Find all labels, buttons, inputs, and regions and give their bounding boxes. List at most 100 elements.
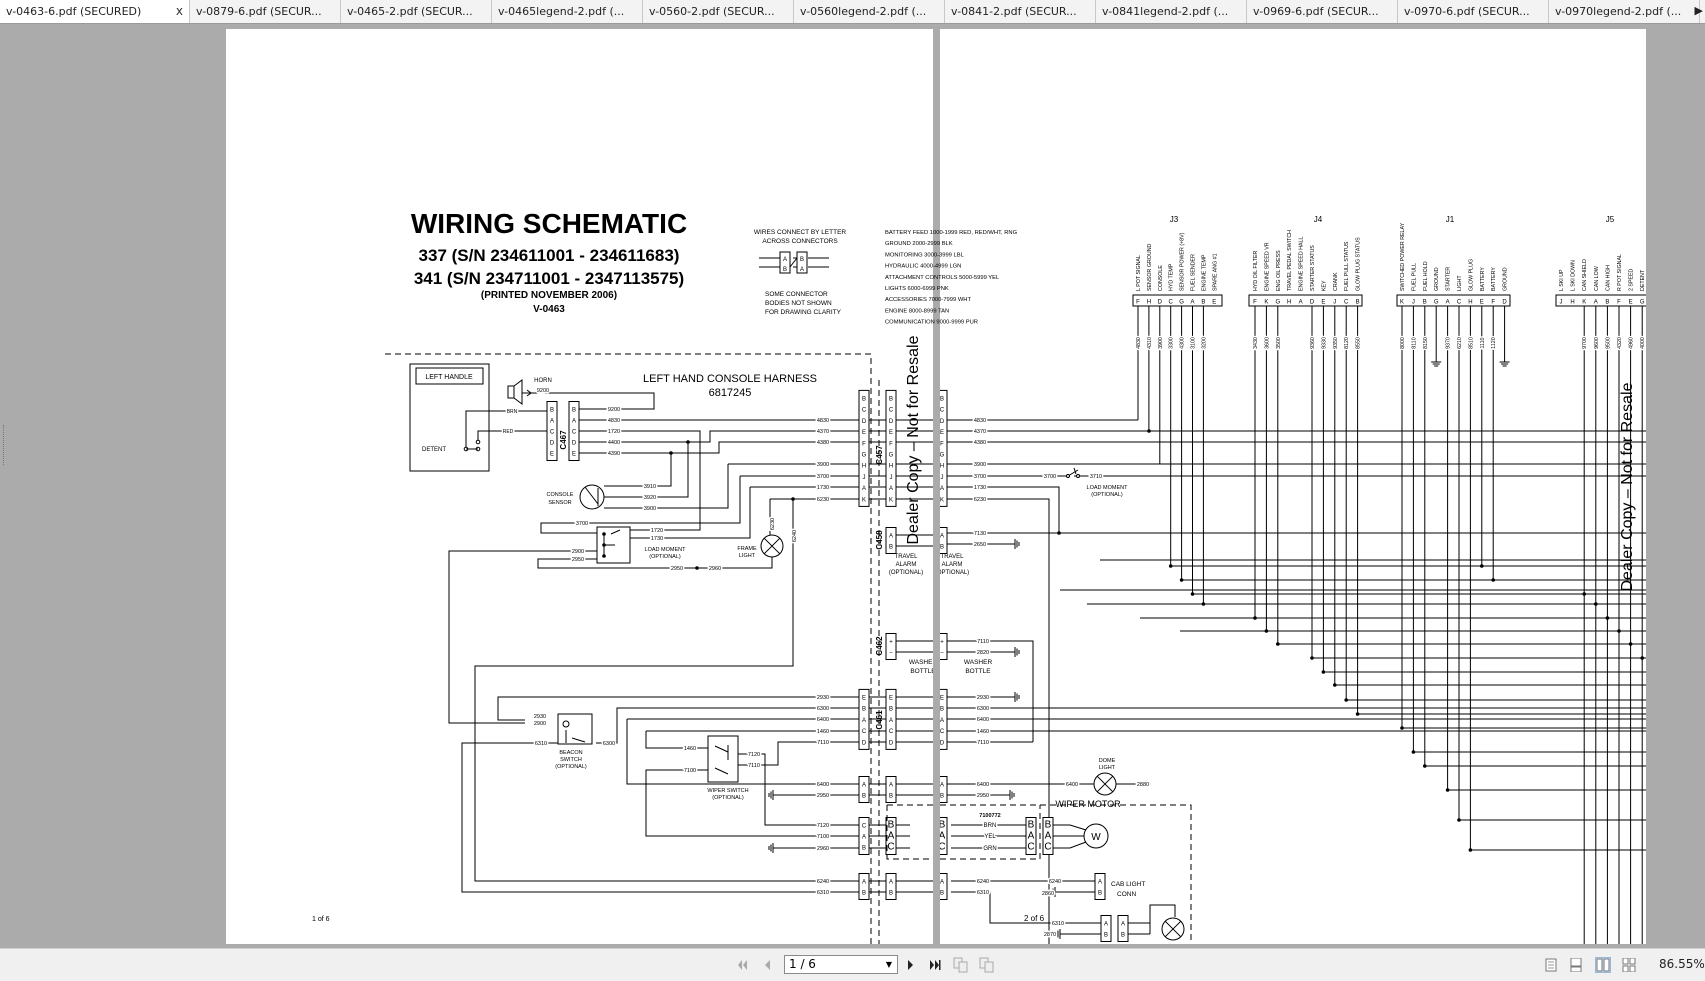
previous-view-icon[interactable] xyxy=(953,957,969,973)
wiper-switch-label: WIPER SWITCH xyxy=(707,788,748,794)
tab-v-0969-6[interactable]: v-0969-6.pdf (SECUR... xyxy=(1247,0,1398,23)
wire-number: 4400 xyxy=(608,440,620,446)
page-number-label: 2 of 6 xyxy=(1024,914,1045,923)
chevron-down-icon[interactable]: ▼ xyxy=(885,960,892,969)
tab-scroll-right-icon[interactable]: ▶ xyxy=(1694,5,1703,17)
wire-number: 2950 xyxy=(817,793,829,799)
connector-pin-letter: B xyxy=(1045,820,1052,831)
tab-v-0465legend-2[interactable]: v-0465legend-2.pdf (... xyxy=(492,0,643,23)
connector-pin-letter: D xyxy=(862,740,867,746)
tab-v-0463-6[interactable]: v-0463-6.pdf (SECURED)x xyxy=(0,0,190,23)
connector-pin-letter: E xyxy=(862,430,866,436)
zoom-level[interactable]: 86.55% xyxy=(1659,957,1705,971)
tab-v-0465-2[interactable]: v-0465-2.pdf (SECUR... xyxy=(341,0,492,23)
wire-number: 4370 xyxy=(974,429,986,435)
wire-color-code-legend: BATTERY FEED 1000-1999 RED, RED/WHT, RNG… xyxy=(885,230,1018,326)
pin-signal-name: L SKI UP xyxy=(1559,269,1565,291)
wire-number: 4390 xyxy=(608,451,620,457)
harness-part-number: 6817245 xyxy=(709,387,752,399)
wire xyxy=(946,780,1151,796)
tab-v-0970-6[interactable]: v-0970-6.pdf (SECUR... xyxy=(1398,0,1549,23)
page-number-input[interactable]: 1 / 6▼ xyxy=(784,955,898,974)
pin-letter: D xyxy=(1502,300,1507,306)
connector-pin-letter: G xyxy=(889,453,894,459)
pin-signal-name: L SKI DOWN xyxy=(1571,260,1577,291)
pin-wire-number: 3500 xyxy=(1276,337,1282,349)
wire-color-label: RED xyxy=(503,429,514,435)
pin-wire-number: 4000 xyxy=(1640,337,1646,349)
connector-pin-letter: C xyxy=(862,729,867,735)
first-page-icon[interactable] xyxy=(735,957,751,973)
connector-pin-letter: C xyxy=(550,430,555,436)
previous-page-icon[interactable] xyxy=(760,957,776,973)
tab-v-0879-6[interactable]: v-0879-6.pdf (SECUR... xyxy=(190,0,341,23)
wire xyxy=(540,475,859,539)
document-tab-bar: v-0463-6.pdf (SECURED)x v-0879-6.pdf (SE… xyxy=(0,0,1705,24)
connector-pin-letter: B xyxy=(940,891,944,897)
tab-v-0560-2[interactable]: v-0560-2.pdf (SECUR... xyxy=(643,0,794,23)
junction-dot xyxy=(1310,656,1314,660)
pin-letter: J xyxy=(1412,300,1415,306)
wire-number: 6240 xyxy=(977,879,989,885)
connector-pin-letter: E xyxy=(889,430,893,436)
wire xyxy=(714,745,729,775)
wire-color-code: ENGINE 8000-8999 TAN xyxy=(885,308,949,314)
close-tab-icon[interactable]: x xyxy=(175,4,183,18)
pin-wire-number: 9600 xyxy=(1594,337,1600,349)
last-page-icon[interactable] xyxy=(927,957,943,973)
pin-wire-number: 4320 xyxy=(1617,337,1623,349)
connector-pin-letter: H xyxy=(940,464,944,470)
sidebar-resize-handle[interactable] xyxy=(3,425,6,465)
junction-dot xyxy=(1411,750,1416,754)
schematic-title: WIRING SCHEMATIC xyxy=(411,208,687,239)
connector-c467-label: C467 xyxy=(559,430,568,450)
load-moment-label: LOAD MOMENT xyxy=(1087,485,1129,491)
pin-wire-number: 3100 xyxy=(1191,337,1197,349)
legend-letter: B xyxy=(800,257,804,263)
pin-wire-number: 9500 xyxy=(1605,337,1611,349)
pin-signal-name: SENSOR GROUND xyxy=(1147,243,1153,291)
connector-pin-letter: A xyxy=(572,419,576,425)
next-view-icon[interactable] xyxy=(979,957,995,973)
connector-ab xyxy=(1117,915,1129,942)
connector-pin-letter: B xyxy=(1098,891,1102,897)
pin-signal-name: GROUND xyxy=(1434,267,1440,291)
tab-v-0560legend-2[interactable]: v-0560legend-2.pdf (... xyxy=(794,0,945,23)
wire-number: 4370 xyxy=(817,429,829,435)
wire-number: 4830 xyxy=(974,418,986,424)
pin-wire-number: 8510 xyxy=(1468,337,1474,349)
tab-v-0841legend-2[interactable]: v-0841legend-2.pdf (... xyxy=(1096,0,1247,23)
legend-note: SOME CONNECTOR xyxy=(765,291,828,298)
junction-dot xyxy=(1179,578,1184,582)
junction-dot xyxy=(1640,656,1644,660)
model-341-serial-range: 341 (S/N 234711001 - 2347113575) xyxy=(414,269,684,288)
connector-pin-letter: B xyxy=(889,891,893,897)
two-page-continuous-icon[interactable] xyxy=(1621,957,1637,973)
two-page-view-icon[interactable] xyxy=(1595,957,1611,973)
pin-letter: E xyxy=(1321,300,1325,306)
continuous-view-icon[interactable] xyxy=(1568,957,1584,973)
pin-wire-number: 4960 xyxy=(1629,337,1635,349)
connector-pin-letter: C xyxy=(940,408,945,414)
connector-pin-letter: E xyxy=(550,452,554,458)
next-page-icon[interactable] xyxy=(903,957,919,973)
connector-c462 xyxy=(885,633,897,660)
single-page-view-icon[interactable] xyxy=(1543,957,1559,973)
travel-alarm-label: ALARM xyxy=(896,562,917,568)
connector-pin-letter: B xyxy=(572,408,576,414)
connector-pin-letter: B xyxy=(889,545,893,551)
connector-pin-letter: A xyxy=(862,486,866,492)
wire-number: 3700 xyxy=(817,474,829,480)
load-moment-label: LOAD MOMENT xyxy=(645,547,687,553)
connector-pin-letter: A xyxy=(940,534,944,540)
wire xyxy=(604,442,859,509)
connector-ab xyxy=(858,873,870,900)
connector-ab xyxy=(885,776,897,803)
pin-wire-number: 9360 xyxy=(1310,337,1316,349)
connector-pin-letter: A xyxy=(889,880,893,886)
washer-bottle-label: BOTTLE xyxy=(910,668,936,675)
tab-v-0841-2[interactable]: v-0841-2.pdf (SECUR... xyxy=(945,0,1096,23)
connector-pin-letter: B xyxy=(940,794,944,800)
tab-v-0970legend-2[interactable]: v-0970legend-2.pdf (... xyxy=(1549,0,1700,23)
